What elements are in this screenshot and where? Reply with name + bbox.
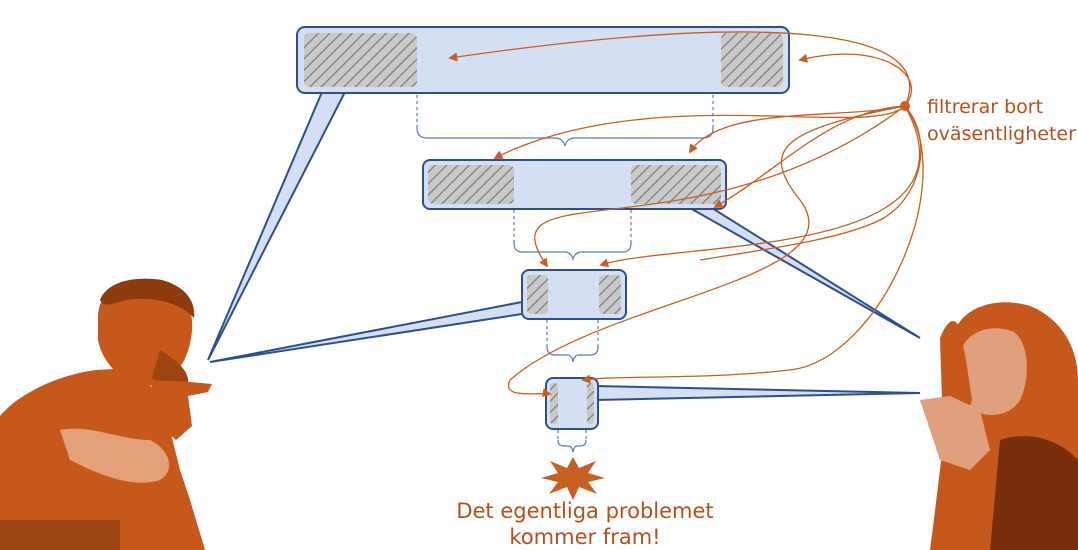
result-label-line-1: Det egentliga problemet xyxy=(456,499,714,523)
filtered-part xyxy=(599,275,621,314)
filtered-part xyxy=(721,33,783,87)
brackets xyxy=(416,95,714,453)
speech-bubble-2 xyxy=(422,159,727,210)
filter-label: filtrerar bort oväsentligheter xyxy=(927,94,1076,148)
explosion-star-icon xyxy=(541,457,605,500)
speech-tail-bubble-4 xyxy=(595,384,921,402)
filter-label-line-2: oväsentligheter xyxy=(927,123,1076,145)
speech-bubble-1 xyxy=(296,26,790,94)
speech-tail-bubble-1 xyxy=(207,91,347,361)
speech-tail-bubble-3 xyxy=(209,300,523,363)
filtered-part xyxy=(527,275,548,314)
filter-arrows xyxy=(448,31,924,398)
filter-label-line-1: filtrerar bort xyxy=(927,96,1044,118)
filtered-part xyxy=(631,165,721,204)
speech-tail-bubble-2 xyxy=(686,207,921,339)
result-label: Det egentliga problemet kommer fram! xyxy=(440,498,730,550)
orange-dot-icon xyxy=(900,101,910,111)
speech-bubble-4 xyxy=(545,377,599,430)
result-label-line-2: kommer fram! xyxy=(509,525,661,549)
filtered-part xyxy=(304,33,417,87)
filtered-part xyxy=(428,165,514,204)
woman-figure xyxy=(920,302,1078,550)
man-figure xyxy=(0,278,212,550)
filtered-part xyxy=(587,383,594,424)
filtered-part xyxy=(550,383,558,424)
speech-bubble-3 xyxy=(521,269,627,320)
